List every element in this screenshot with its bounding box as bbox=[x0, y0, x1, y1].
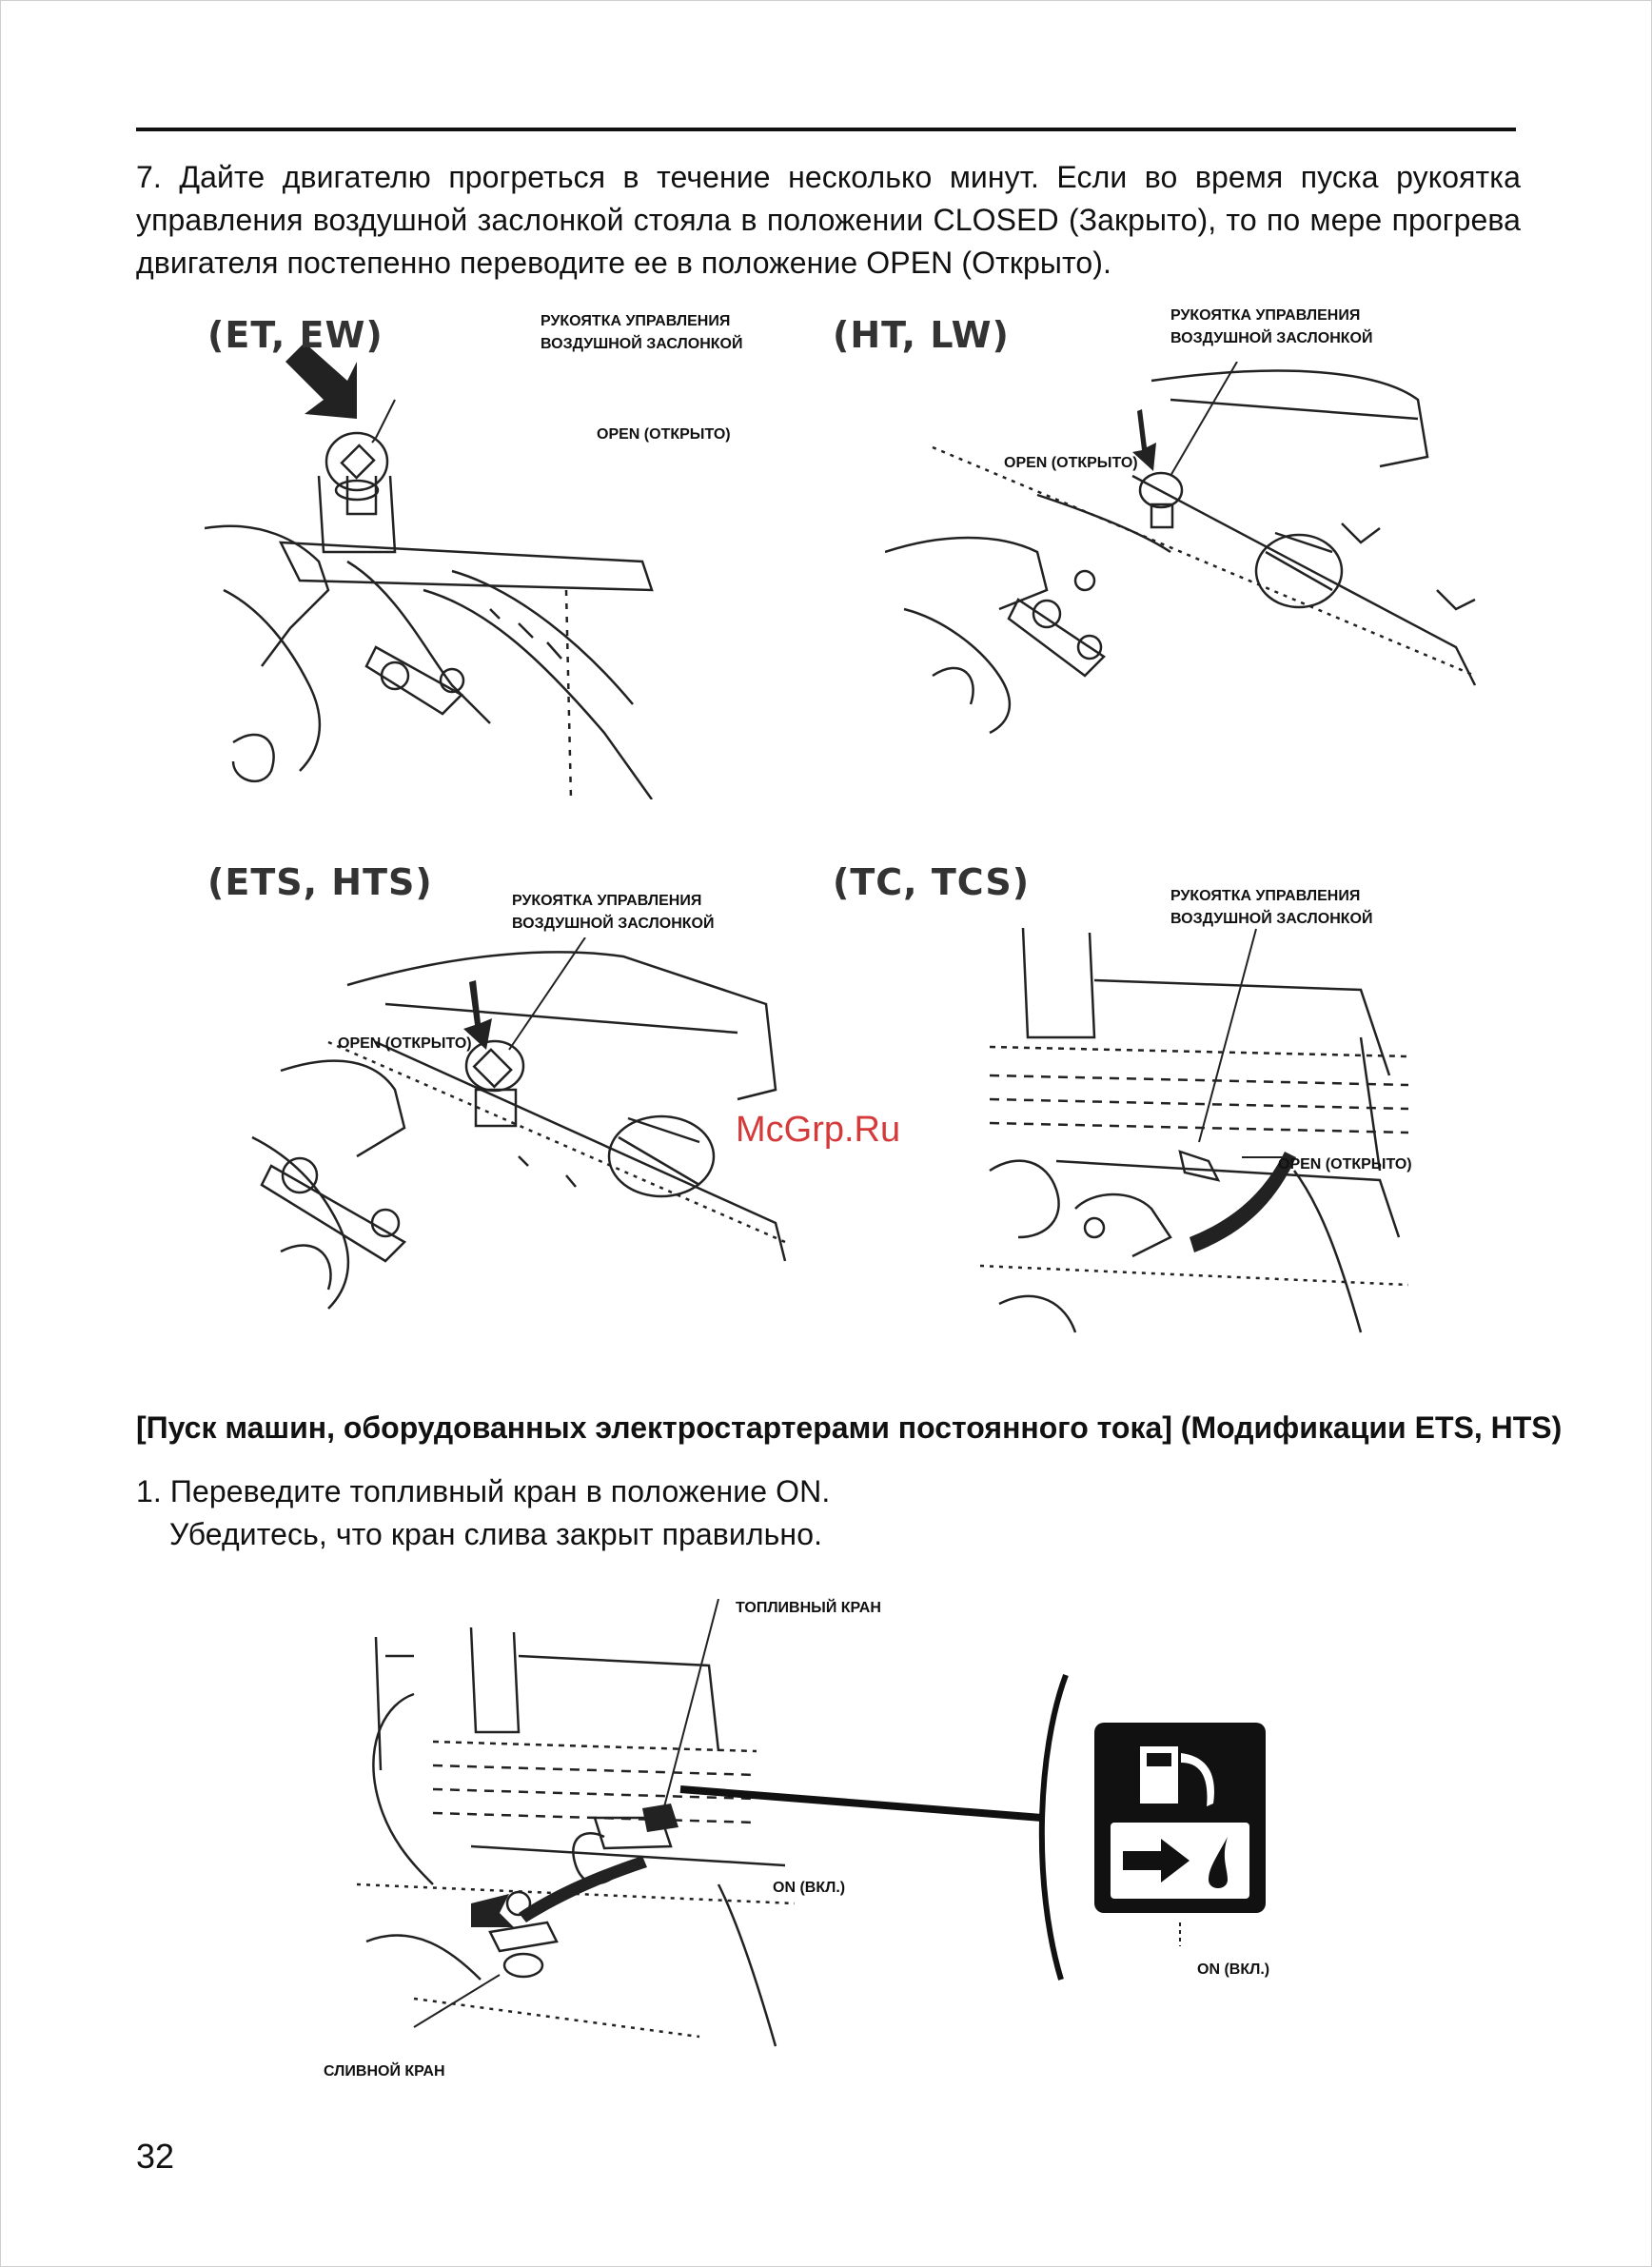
watermark: McGrp.Ru bbox=[736, 1110, 901, 1150]
callout-open-ht-lw: OPEN (ОТКРЫТО) bbox=[1004, 455, 1138, 471]
figure-label-ht-lw: (HT, LW) bbox=[833, 314, 1010, 356]
figure-tc-tcs bbox=[980, 923, 1437, 1342]
engine-illustration-ets-hts bbox=[251, 937, 787, 1310]
callout-choke-lever-et-ew: РУКОЯТКА УПРАВЛЕНИЯ ВОЗДУШНОЙ ЗАСЛОНКОЙ bbox=[541, 313, 743, 352]
section-heading: [Пуск машин, оборудованных электростарте… bbox=[136, 1410, 1563, 1445]
callout-choke-lever-ets-hts: РУКОЯТКА УПРАВЛЕНИЯ ВОЗДУШНОЙ ЗАСЛОНКОЙ bbox=[512, 893, 715, 932]
figure-fuel-valve bbox=[357, 1599, 1285, 2056]
top-rule bbox=[136, 128, 1516, 131]
callout-open-et-ew: OPEN (ОТКРЫТО) bbox=[597, 426, 731, 443]
callout-open-ets-hts: OPEN (ОТКРЫТО) bbox=[338, 1035, 472, 1052]
figure-label-tc-tcs: (TC, TCS) bbox=[833, 861, 1031, 903]
callout-drain-valve: СЛИВНОЙ КРАН bbox=[324, 2063, 445, 2080]
callout-on-valve: ON (ВКЛ.) bbox=[773, 1880, 846, 1896]
figure-label-ets-hts: (ETS, HTS) bbox=[207, 861, 433, 903]
step-1-line-2: Убедитесь, что кран слива закрыт правиль… bbox=[169, 1517, 823, 1551]
engine-illustration-tc-tcs bbox=[980, 927, 1409, 1333]
step-1-text: 1. Переведите топливный кран в положение… bbox=[136, 1470, 1521, 1556]
callout-open-tc-tcs: OPEN (ОТКРЫТО) bbox=[1278, 1156, 1412, 1173]
engine-illustration-ht-lw bbox=[885, 362, 1477, 735]
callout-fuel-valve: ТОПЛИВНЫЙ КРАН bbox=[736, 1600, 881, 1616]
callout-choke-lever-ht-lw: РУКОЯТКА УПРАВЛЕНИЯ ВОЗДУШНОЙ ЗАСЛОНКОЙ bbox=[1170, 307, 1373, 346]
callout-choke-lever-tc-tcs: РУКОЯТКА УПРАВЛЕНИЯ ВОЗДУШНОЙ ЗАСЛОНКОЙ bbox=[1170, 888, 1373, 927]
engine-illustration-et-ew bbox=[205, 343, 654, 799]
step-7-text: 7. Дайте двигателю прогреться в течение … bbox=[136, 160, 1521, 280]
figure-ets-hts bbox=[243, 937, 814, 1318]
figure-label-et-ew: (ET, EW) bbox=[207, 314, 384, 356]
fuel-valve-illustration bbox=[357, 1599, 1266, 2047]
step-1-line-1: 1. Переведите топливный кран в положение… bbox=[136, 1474, 831, 1508]
page-number: 32 bbox=[136, 2137, 175, 2176]
callout-on-symbol: ON (ВКЛ.) bbox=[1197, 1961, 1270, 1978]
figure-et-ew bbox=[205, 305, 680, 799]
figure-ht-lw bbox=[885, 362, 1485, 742]
